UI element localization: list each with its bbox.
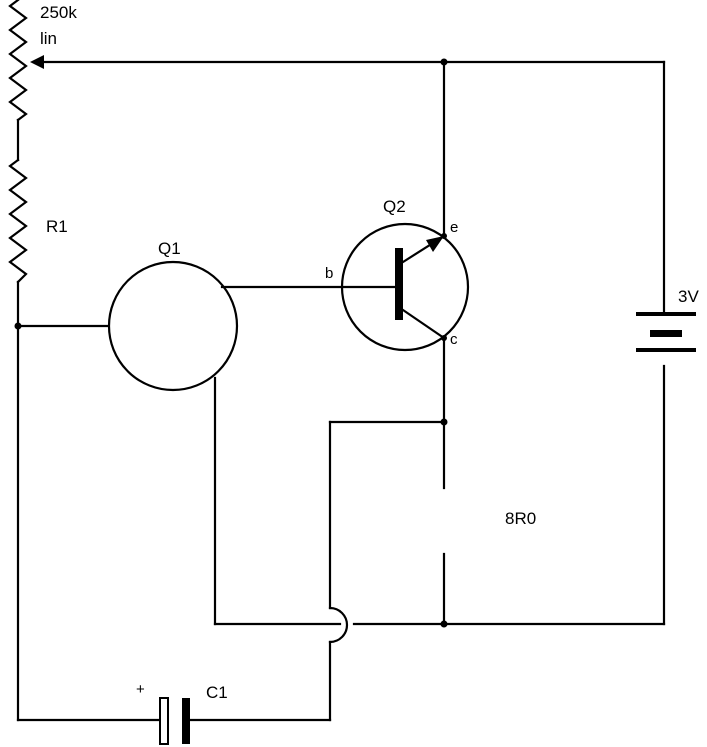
transistor-q1-body bbox=[107, 260, 239, 392]
wire-crossover-hop bbox=[328, 606, 349, 644]
battery-plate-short bbox=[650, 330, 682, 337]
q2-label: Q2 bbox=[383, 197, 406, 216]
battery-plate-long-2 bbox=[636, 348, 696, 352]
junction-dot-emitter bbox=[441, 233, 447, 239]
speaker-label: 8R0 bbox=[505, 509, 536, 528]
capacitor-plate-negative bbox=[182, 698, 190, 744]
junction-dot-top bbox=[440, 58, 448, 66]
r1-label: R1 bbox=[46, 217, 68, 236]
battery-plate-long bbox=[636, 312, 696, 316]
junction-dot-speaker-top bbox=[440, 418, 448, 426]
capacitor-plate-positive bbox=[159, 697, 169, 745]
q2-collector-label: c bbox=[450, 331, 458, 348]
potentiometer-250k bbox=[8, 0, 28, 122]
q2-emitter-arrow bbox=[426, 236, 444, 252]
pot-taper-label: lin bbox=[40, 29, 57, 48]
q2-emitter-label: e bbox=[450, 219, 458, 236]
capacitor-label: C1 bbox=[206, 683, 228, 702]
capacitor-polarity-label: + bbox=[136, 681, 145, 698]
q2-collector-lead bbox=[401, 308, 446, 340]
q2-base-label: b bbox=[325, 265, 333, 282]
q2-base-bar bbox=[395, 248, 403, 320]
pot-value-label: 250k bbox=[40, 3, 77, 22]
resistor-r1 bbox=[8, 158, 28, 284]
battery-label: 3V bbox=[678, 287, 699, 306]
q1-label: Q1 bbox=[158, 239, 181, 258]
junction-dot-bottom bbox=[440, 620, 448, 628]
pot-wiper-arrow bbox=[30, 55, 44, 69]
